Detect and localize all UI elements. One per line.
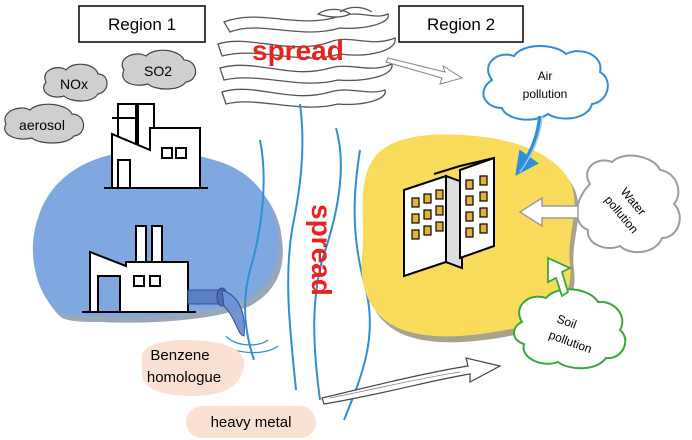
so2-label: SO2 bbox=[144, 63, 172, 79]
arrow-to-soil-pollution bbox=[321, 357, 502, 405]
heavy-metal-pill: heavy metal bbox=[186, 406, 316, 438]
aerosol-label: aerosol bbox=[19, 117, 65, 133]
nox-label: NOx bbox=[60, 76, 88, 92]
factory-bottom bbox=[82, 225, 196, 313]
soil-pollution-line1: Soil bbox=[555, 312, 579, 332]
soil-pollution-cloud: Soil pollution bbox=[513, 288, 627, 370]
air-pollution-line1: Air bbox=[538, 69, 553, 83]
benzene-line1: Benzene bbox=[150, 347, 209, 364]
water-pollution-cloud: Water pollution bbox=[576, 154, 681, 254]
water-arrow bbox=[518, 196, 579, 228]
nox-cloud: NOx bbox=[43, 63, 108, 102]
region1-label: Region 1 bbox=[108, 15, 176, 34]
spread-horizontal-label: spread bbox=[252, 35, 344, 66]
air-pollution-line2: pollution bbox=[523, 87, 568, 101]
air-arrow bbox=[515, 115, 543, 176]
heavy-metal-label: heavy metal bbox=[211, 414, 292, 431]
benzene-line2: homologue bbox=[147, 369, 221, 386]
wind-streaks bbox=[217, 6, 396, 108]
air-pollution-cloud: Air pollution bbox=[482, 45, 609, 121]
soil-arrow bbox=[547, 256, 573, 298]
spread-vertical-label: spread bbox=[306, 204, 337, 296]
buildings bbox=[403, 156, 495, 278]
benzene-pill: Benzene homologue bbox=[142, 340, 244, 396]
region1-box: Region 1 bbox=[78, 5, 206, 43]
discharge-pipe bbox=[187, 287, 279, 354]
so2-cloud: SO2 bbox=[121, 49, 197, 90]
arrow-to-air-pollution bbox=[385, 57, 464, 85]
river-lines bbox=[244, 103, 371, 421]
region2-box: Region 2 bbox=[398, 5, 524, 43]
factory-top bbox=[104, 103, 208, 189]
aerosol-cloud: aerosol bbox=[4, 103, 85, 144]
region2-label: Region 2 bbox=[427, 15, 495, 34]
